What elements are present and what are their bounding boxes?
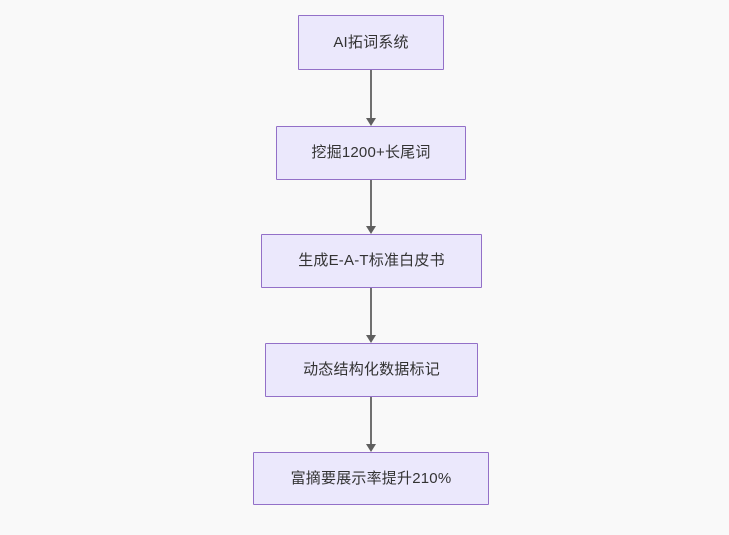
flowchart-node-label: 挖掘1200+长尾词 bbox=[311, 144, 431, 161]
edge-line bbox=[370, 70, 372, 119]
flowchart-node-label: AI拓词系统 bbox=[333, 33, 409, 51]
arrowhead-icon bbox=[366, 444, 376, 452]
edge-node3-to-node4 bbox=[365, 288, 377, 343]
edge-line bbox=[370, 288, 372, 336]
arrowhead-icon bbox=[366, 226, 376, 234]
flowchart-node-dynamic-structured-data-markup[interactable]: 动态结构化数据标记 bbox=[265, 343, 478, 397]
flowchart-node-label: 富摘要展示率提升210% bbox=[290, 469, 452, 487]
flowchart-node-label: 生成E-A-T标准白皮书 bbox=[298, 252, 445, 269]
flowchart-node-ai-keyword-expansion-system[interactable]: AI拓词系统 bbox=[298, 15, 444, 70]
edge-line bbox=[370, 397, 372, 445]
flowchart-node-label: 动态结构化数据标记 bbox=[303, 361, 440, 378]
edge-line bbox=[370, 180, 372, 227]
edge-node4-to-node5 bbox=[365, 397, 377, 452]
edge-node1-to-node2 bbox=[365, 70, 377, 126]
flowchart-node-generate-eat-whitepaper[interactable]: 生成E-A-T标准白皮书 bbox=[261, 234, 482, 288]
arrowhead-icon bbox=[366, 335, 376, 343]
flowchart-node-mine-longtail-keywords[interactable]: 挖掘1200+长尾词 bbox=[276, 126, 466, 180]
arrowhead-icon bbox=[366, 118, 376, 126]
edge-node2-to-node3 bbox=[365, 180, 377, 234]
flowchart-node-rich-snippet-impression-uplift[interactable]: 富摘要展示率提升210% bbox=[253, 452, 489, 505]
